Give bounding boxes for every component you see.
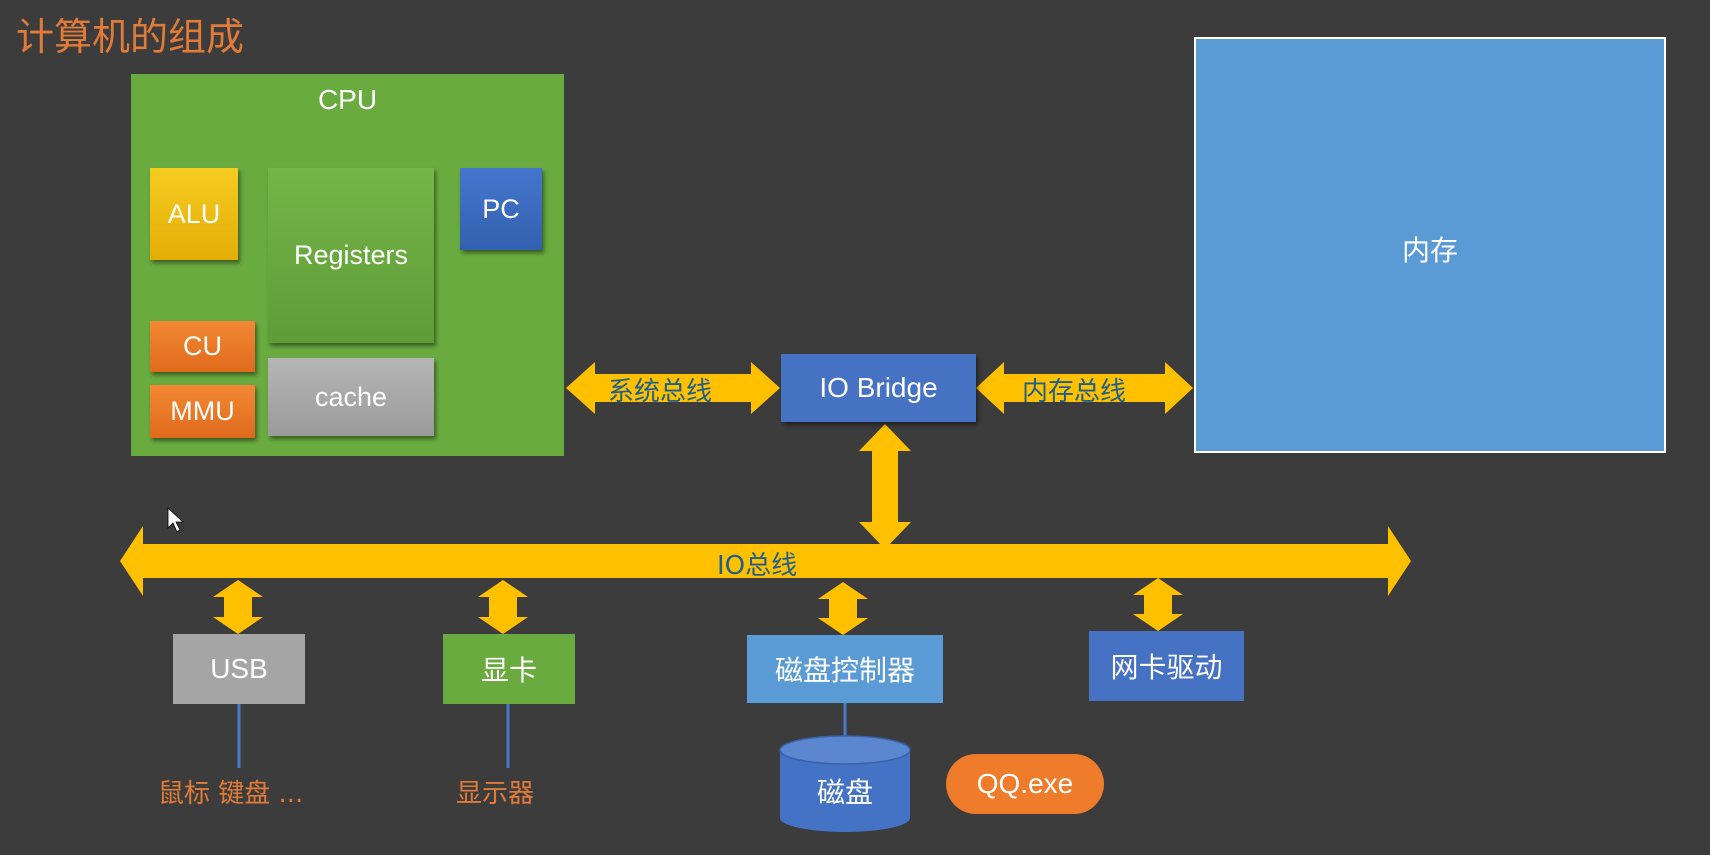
pc-box: PC: [460, 168, 542, 250]
usb-link-arrow: [213, 580, 263, 634]
io-bus-arrow: [120, 526, 1411, 596]
memory-bus-label: 内存总线: [1022, 377, 1127, 407]
disk-label: 磁盘: [816, 776, 873, 809]
system-bus-arrow: [566, 362, 780, 414]
page-title: 计算机的组成: [16, 15, 245, 59]
cu-box: CU: [150, 321, 255, 372]
usb-box: USB: [173, 634, 305, 704]
gpu-box: 显卡: [443, 634, 575, 704]
process-pill: QQ.exe: [946, 754, 1104, 814]
registers-box: Registers: [268, 168, 434, 343]
memory-box: 内存: [1194, 37, 1666, 453]
cpu-label: CPU: [317, 84, 378, 115]
memory-bus-arrow: [976, 362, 1193, 414]
gpu-link-arrow: [478, 580, 528, 634]
bridge-io-arrow: [859, 424, 911, 549]
alu-box: ALU: [150, 168, 238, 260]
display-peripheral-label: 显示器: [456, 779, 535, 809]
mouse-cursor-icon: [167, 507, 185, 533]
input-peripherals-label: 鼠标 键盘 ...: [158, 779, 304, 809]
nic-box: 网卡驱动: [1089, 631, 1244, 701]
mmu-box: MMU: [150, 385, 255, 438]
disk-cylinder-icon: [779, 735, 911, 832]
nic-link-arrow: [1133, 578, 1183, 631]
system-bus-label: 系统总线: [608, 377, 713, 407]
disk-controller-box: 磁盘控制器: [747, 635, 943, 703]
disk-controller-link-arrow: [818, 582, 868, 635]
cache-box: cache: [268, 358, 434, 436]
io-bridge-box: IO Bridge: [781, 354, 976, 422]
io-bus-label: IO总线: [717, 551, 798, 581]
